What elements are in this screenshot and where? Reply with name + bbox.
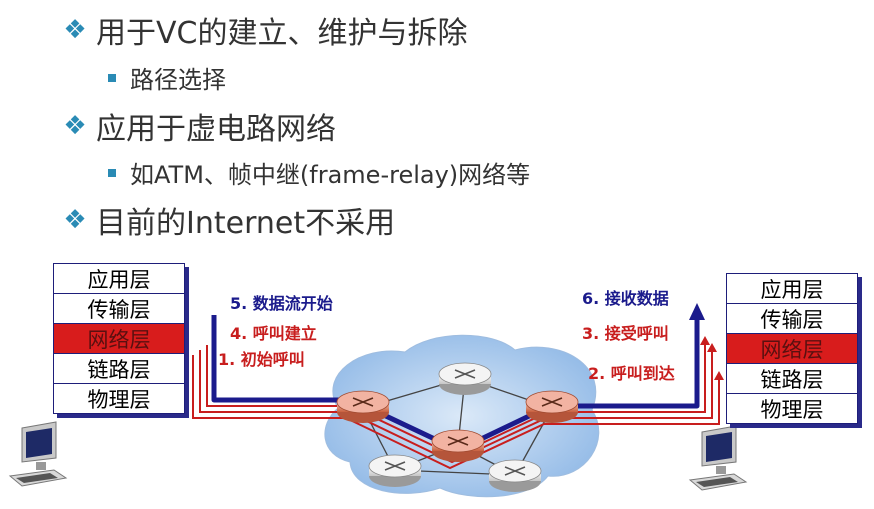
left-protocol-stack: 应用层 传输层 网络层 链路层 物理层: [53, 263, 185, 414]
step-number: 2.: [588, 364, 606, 383]
bullet-2: ❖ 应用于虚电路网络: [62, 104, 336, 148]
step-number: 1.: [218, 350, 236, 369]
computer-icon: [688, 425, 748, 491]
bullet-1-1-text: 路径选择: [130, 66, 226, 94]
stack-layer-application: 应用层: [53, 263, 185, 294]
square-bullet-icon: [108, 168, 116, 177]
step-text: 呼叫建立: [252, 324, 317, 343]
diamond-bullet-icon: ❖: [63, 111, 87, 141]
square-bullet-icon: [108, 73, 116, 82]
bullet-1: ❖ 用于VC的建立、维护与拆除: [62, 8, 467, 52]
stack-layer-transport: 传输层: [726, 304, 858, 334]
step-number: 6.: [582, 289, 600, 308]
right-protocol-stack: 应用层 传输层 网络层 链路层 物理层: [726, 273, 858, 424]
router-icon: [368, 454, 422, 487]
bullet-3-text: 目前的Internet不采用: [96, 206, 396, 241]
call-arrow-up-icon: [714, 371, 724, 380]
step-label: 4. 呼叫建立: [230, 320, 317, 344]
stack-layer-physical: 物理层: [726, 394, 858, 424]
step-label: 6. 接收数据: [582, 285, 669, 309]
step-text: 数据流开始: [252, 294, 333, 313]
bullet-2-1: 如ATM、帧中继(frame-relay)网络等: [108, 155, 530, 190]
step-number: 5.: [230, 294, 248, 313]
step-text: 呼叫到达: [610, 364, 675, 383]
step-label: 1. 初始呼叫: [218, 346, 305, 370]
bullet-1-text: 用于VC的建立、维护与拆除: [96, 16, 468, 51]
router-icon: [336, 390, 390, 423]
bullet-2-1-text: 如ATM、帧中继(frame-relay)网络等: [130, 161, 531, 189]
stack-layer-link: 链路层: [726, 364, 858, 394]
stack-layer-network: 网络层: [53, 324, 185, 354]
router-icon: [525, 390, 579, 423]
step-number: 4.: [230, 324, 248, 343]
router-icon: [488, 459, 542, 492]
bullet-3: ❖ 目前的Internet不采用: [62, 198, 395, 242]
stack-layer-transport: 传输层: [53, 294, 185, 324]
stack-layer-network: 网络层: [726, 334, 858, 364]
step-label: 2. 呼叫到达: [588, 360, 675, 384]
diamond-bullet-icon: ❖: [63, 15, 87, 45]
stack-layer-application: 应用层: [726, 273, 858, 304]
bullet-1-1: 路径选择: [108, 60, 226, 95]
diamond-bullet-icon: ❖: [63, 205, 87, 235]
call-arrow-up-icon: [707, 343, 717, 352]
stack-layer-link: 链路层: [53, 354, 185, 384]
step-text: 接收数据: [604, 289, 669, 308]
router-icon: [438, 362, 492, 395]
step-label: 3. 接受呼叫: [582, 320, 669, 344]
router-icon: [431, 429, 485, 462]
bullet-2-text: 应用于虚电路网络: [96, 112, 336, 147]
step-number: 3.: [582, 324, 600, 343]
step-text: 初始呼叫: [240, 350, 305, 369]
step-label: 5. 数据流开始: [230, 290, 333, 314]
computer-icon: [8, 421, 68, 487]
call-arrow-up-icon: [700, 336, 710, 345]
stack-layer-physical: 物理层: [53, 384, 185, 414]
data-arrow-up-icon: [689, 303, 705, 320]
step-text: 接受呼叫: [604, 324, 669, 343]
